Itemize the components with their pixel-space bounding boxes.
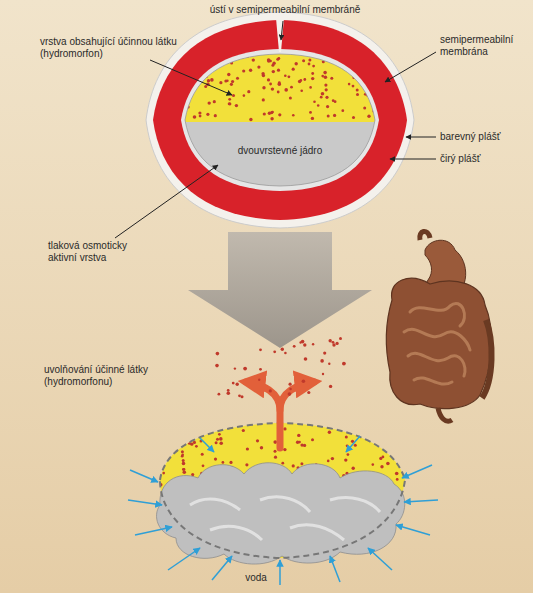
intestine-icon	[386, 231, 491, 421]
core-label: dvouvrstevné jádro	[222, 145, 338, 157]
clear-coat-label: čirý plášť	[440, 153, 525, 165]
drug-layer-label: vrstva obsahující účinnou látku (hydromo…	[40, 36, 215, 60]
color-coat-label: barevný plášť	[440, 131, 525, 143]
water-label: voda	[236, 572, 276, 584]
drug-release-label: uvolňování účinné látky (hydromorfonu)	[44, 364, 174, 388]
membrane-label: semipermeabilní membrána	[440, 34, 525, 58]
push-layer-label: tlaková osmoticky aktivní vrstva	[48, 240, 148, 264]
membrane-orifice-label: ústí v semipermeabilní membráně	[200, 4, 370, 16]
